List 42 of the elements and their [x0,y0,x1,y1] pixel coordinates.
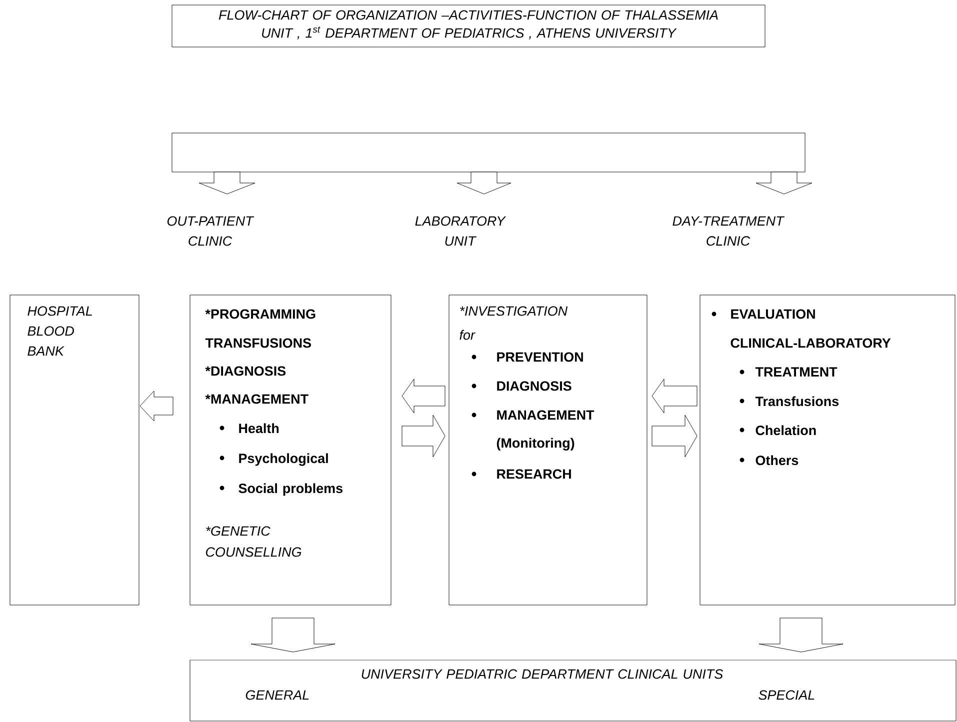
box-text: MANAGEMENT (Monitoring) [496,410,594,450]
block-arrow [652,378,698,414]
box-text: UNIVERSITY PEDIATRIC DEPARTMENT CLINICAL UNITS [362,669,723,679]
unit-label: LABORATORY UNIT [415,216,506,246]
box-text: *GENETIC COUNSELLING [206,526,302,557]
block-arrow [140,390,174,422]
box-text: Health [239,423,279,434]
box-text: Transfusions [755,396,839,406]
process-box [448,294,648,606]
unit-label: DAY-TREATMENT CLINIC [672,216,785,246]
box-text: HOSPITAL BLOOD BANK [28,306,92,356]
process-box [10,294,140,606]
box-text: EVALUATION CLINICAL-LABORATORY [730,309,891,348]
process-box [700,294,956,606]
block-arrow [756,172,812,194]
box-text: SPECIAL [758,690,814,700]
box-text: TREATMENT [755,367,838,376]
block-arrow [652,414,698,458]
block-arrow [250,618,336,652]
block-arrow [402,414,446,458]
box-text: *PROGRAMMING TRANSFUSIONS [205,309,316,348]
box-text: FLOW-CHART OF ORGANIZATION –ACTIVITIES-FUNCTION OF THALASSEMIA UNIT , 1$^{st}$ DEPARTMENT OF PEDIATRICS , ATHENS UNIVERSITY [218,10,718,40]
unit-label: OUT-PATIENT CLINIC [167,216,254,246]
box-text: *MANAGEMENT [205,394,308,404]
block-arrow [402,378,446,414]
box-text: Psychological [239,453,328,466]
block-arrow [758,618,844,652]
box-text: PREVENTION [497,352,583,362]
title-box [172,4,766,48]
box-text: Others [756,455,798,466]
process-box [190,294,392,606]
box-text: *DIAGNOSIS [205,366,286,376]
process-box [190,660,956,722]
block-arrow [456,172,512,194]
box-text: RESEARCH [497,469,571,479]
box-text: GENERAL [246,690,309,700]
block-arrow [198,172,256,194]
box-text: Social problems [238,483,343,496]
bar [172,132,806,172]
box-text: DIAGNOSIS [497,381,572,391]
box-text: Chelation [756,425,816,436]
box-text: *INVESTIGATION for [460,306,568,340]
